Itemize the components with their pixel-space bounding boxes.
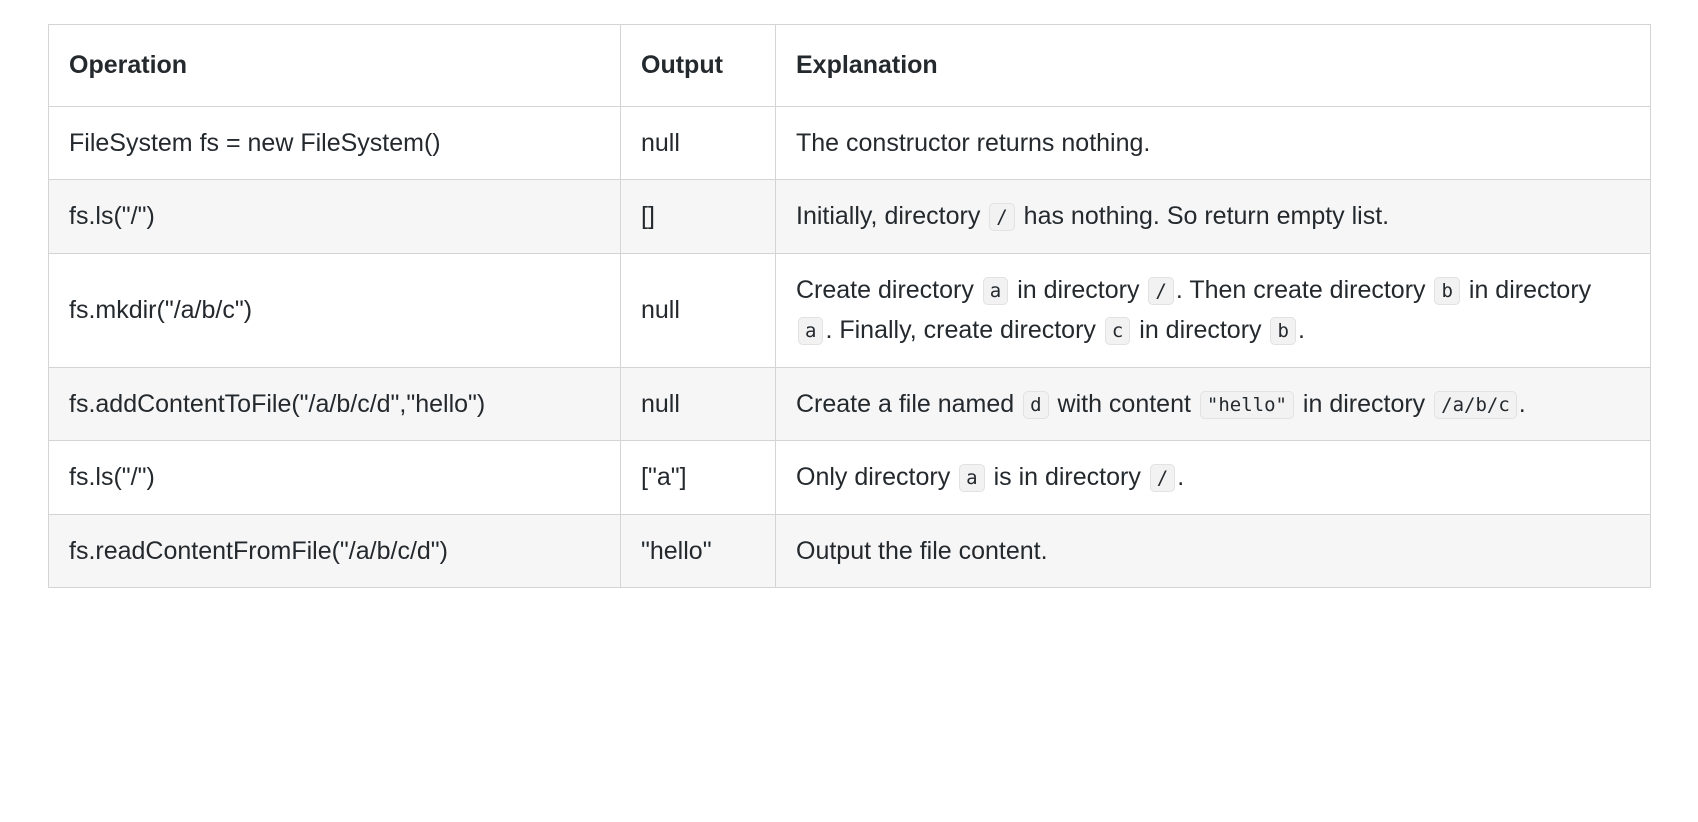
explanation-text: . Then create directory xyxy=(1175,275,1433,304)
explanation-text: Only directory xyxy=(796,463,958,491)
column-header-explanation: Explanation xyxy=(775,24,1651,107)
explanation-text: . xyxy=(1297,316,1305,344)
explanation-text: has nothing. So return empty list. xyxy=(1016,202,1390,230)
inline-code: a xyxy=(959,464,985,492)
inline-code: b xyxy=(1434,276,1460,305)
cell-output: "hello" xyxy=(620,513,776,588)
inline-code: d xyxy=(1023,390,1049,419)
explanation-text: in directory xyxy=(1461,275,1592,304)
cell-explanation: Output the file content. xyxy=(775,513,1651,588)
explanation-text: is in directory xyxy=(986,463,1148,491)
inline-code: c xyxy=(1104,317,1131,345)
explanation-text: Create a file named xyxy=(796,389,1022,418)
inline-code: "hello" xyxy=(1199,390,1294,419)
explanation-text: Initially, directory xyxy=(796,202,988,230)
cell-operation: fs.mkdir("/a/b/c") xyxy=(48,252,621,368)
cell-output: [] xyxy=(620,179,776,254)
page-container: Operation Output Explanation FileSystem … xyxy=(48,24,1651,588)
cell-explanation: Only directory a is in directory /. xyxy=(775,440,1651,515)
cell-operation: fs.ls("/") xyxy=(48,179,621,254)
cell-explanation: Initially, directory / has nothing. So r… xyxy=(775,179,1651,254)
explanation-text: Create directory xyxy=(796,275,981,304)
explanation-text: with content xyxy=(1050,389,1198,418)
table-row: fs.ls("/")["a"]Only directory a is in di… xyxy=(48,440,1651,515)
cell-explanation: Create a file named d with content "hell… xyxy=(775,366,1651,441)
explanation-text: Output the file content. xyxy=(796,536,1048,565)
table-row: fs.addContentToFile("/a/b/c/d","hello")n… xyxy=(48,366,1651,441)
inline-code: /a/b/c xyxy=(1434,390,1517,419)
table-row: fs.readContentFromFile("/a/b/c/d")"hello… xyxy=(48,513,1651,588)
explanation-text: in directory xyxy=(1132,316,1269,344)
cell-explanation: The constructor returns nothing. xyxy=(775,105,1651,180)
inline-code: b xyxy=(1270,317,1296,345)
explanation-text: in directory xyxy=(1010,275,1147,304)
explanation-text: . xyxy=(1518,389,1526,418)
explanation-text: . Finally, create directory xyxy=(825,316,1103,344)
cell-explanation: Create directory a in directory /. Then … xyxy=(775,252,1651,368)
inline-code: / xyxy=(1148,276,1174,305)
explanation-text: . xyxy=(1177,463,1185,491)
filesystem-operations-table: Operation Output Explanation FileSystem … xyxy=(48,24,1651,588)
cell-operation: FileSystem fs = new FileSystem() xyxy=(48,105,621,180)
inline-code: / xyxy=(1149,464,1176,492)
cell-operation: fs.ls("/") xyxy=(48,440,621,515)
inline-code: a xyxy=(798,317,824,345)
cell-operation: fs.readContentFromFile("/a/b/c/d") xyxy=(48,513,621,588)
table-header: Operation Output Explanation xyxy=(48,24,1651,107)
cell-output: null xyxy=(620,366,776,441)
cell-output: ["a"] xyxy=(620,440,776,515)
explanation-text: in directory xyxy=(1295,389,1433,418)
column-header-operation: Operation xyxy=(48,24,621,107)
inline-code: / xyxy=(989,203,1015,231)
cell-operation: fs.addContentToFile("/a/b/c/d","hello") xyxy=(48,366,621,441)
cell-output: null xyxy=(620,252,776,368)
table-row: fs.ls("/")[]Initially, directory / has n… xyxy=(48,179,1651,254)
cell-output: null xyxy=(620,105,776,180)
explanation-text: The constructor returns nothing. xyxy=(796,128,1151,157)
inline-code: a xyxy=(982,276,1009,305)
table-row: FileSystem fs = new FileSystem()null The … xyxy=(48,105,1651,180)
column-header-output: Output xyxy=(620,24,776,107)
table-header-row: Operation Output Explanation xyxy=(48,24,1651,107)
